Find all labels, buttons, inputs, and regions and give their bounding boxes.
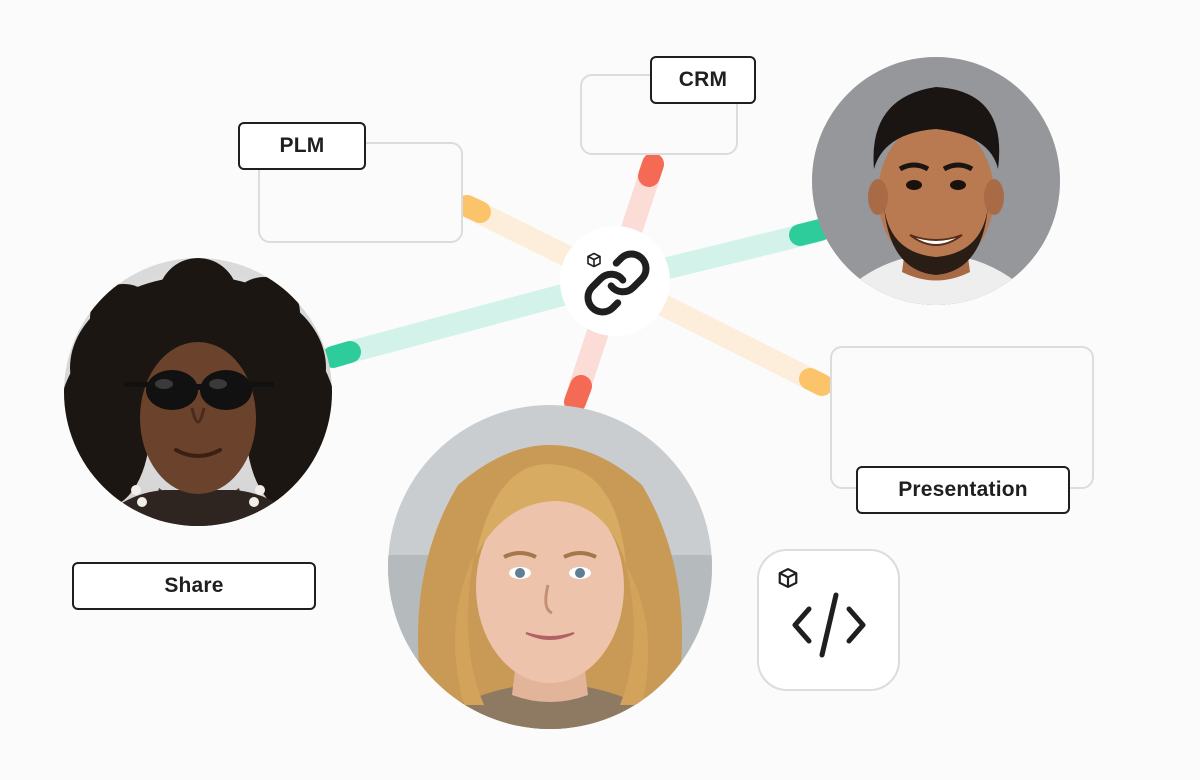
avatar-smiling-man[interactable] <box>812 57 1060 305</box>
share-tag[interactable]: Share <box>72 562 316 610</box>
connector-crm-cap <box>638 153 664 187</box>
smiling-man-portrait <box>812 57 1060 305</box>
plm-tag[interactable]: PLM <box>238 122 366 170</box>
cube-icon <box>778 567 798 589</box>
hub-node[interactable] <box>560 226 670 336</box>
code-tile[interactable] <box>757 549 900 691</box>
connector-curly-man-cap <box>322 341 361 368</box>
connector-blonde-woman-cap <box>564 375 592 413</box>
presentation-tag[interactable]: Presentation <box>856 466 1070 514</box>
cube-icon <box>587 252 601 268</box>
chain-link-icon <box>584 250 650 316</box>
curly-hair-man-portrait <box>64 258 332 526</box>
code-brackets-icon <box>792 592 866 658</box>
connector-smiling-man-cap <box>789 219 831 246</box>
avatar-curly-hair-man[interactable] <box>64 258 332 526</box>
blonde-woman-portrait <box>388 405 712 729</box>
avatar-blonde-woman[interactable] <box>388 405 712 729</box>
connector-plm-cap <box>456 195 491 223</box>
crm-tag[interactable]: CRM <box>650 56 756 104</box>
connector-presentation-cap <box>799 368 833 396</box>
